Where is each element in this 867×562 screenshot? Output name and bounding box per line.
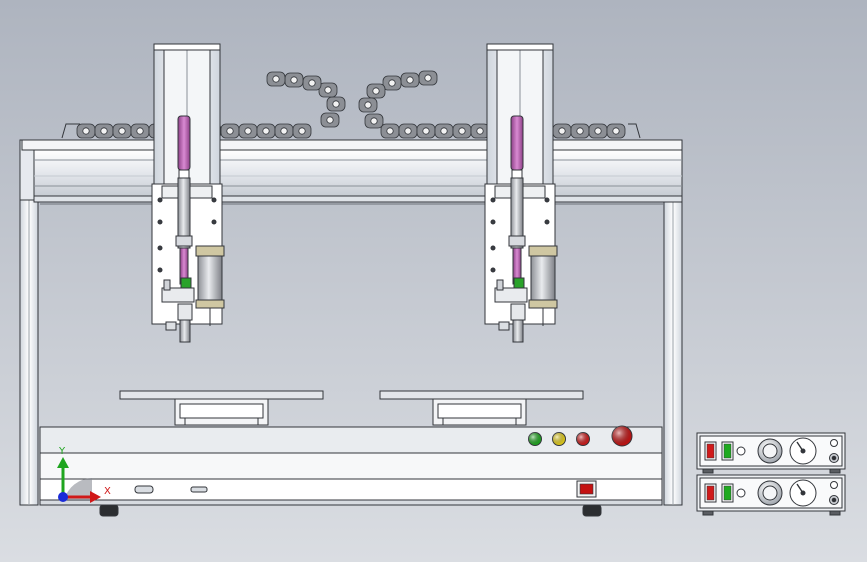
controller-unit-1[interactable] (696, 432, 846, 474)
machine-base (39, 426, 663, 517)
dispensing-head-2[interactable] (484, 43, 558, 343)
machine-frame (19, 139, 683, 506)
cable-chain-left-links (61, 71, 346, 139)
dispense-valve (530, 255, 556, 303)
indicator-lights (528, 432, 590, 446)
controller-unit-2[interactable] (696, 474, 846, 516)
coordinate-triad: Y X (57, 446, 111, 503)
x-axis-beam (21, 139, 683, 205)
indicator-light-2 (552, 432, 566, 446)
cable-chain-right-links (358, 70, 641, 139)
emergency-stop-button[interactable] (611, 425, 633, 447)
cable-chains (61, 70, 641, 139)
y-axis-label: Y (58, 446, 66, 457)
dispensing-heads (151, 43, 558, 343)
dispensing-head-1[interactable] (151, 43, 225, 343)
syringe-barrel (510, 115, 524, 171)
work-table-left[interactable] (119, 390, 324, 426)
indicator-light-3 (576, 432, 590, 446)
dispensing-controllers (696, 432, 846, 516)
power-switch[interactable] (576, 480, 597, 498)
work-table-right[interactable] (379, 390, 584, 426)
indicator-light-1 (528, 432, 542, 446)
syringe-barrel (177, 115, 191, 171)
dispense-valve (197, 255, 223, 303)
x-axis-label: X (104, 486, 111, 497)
